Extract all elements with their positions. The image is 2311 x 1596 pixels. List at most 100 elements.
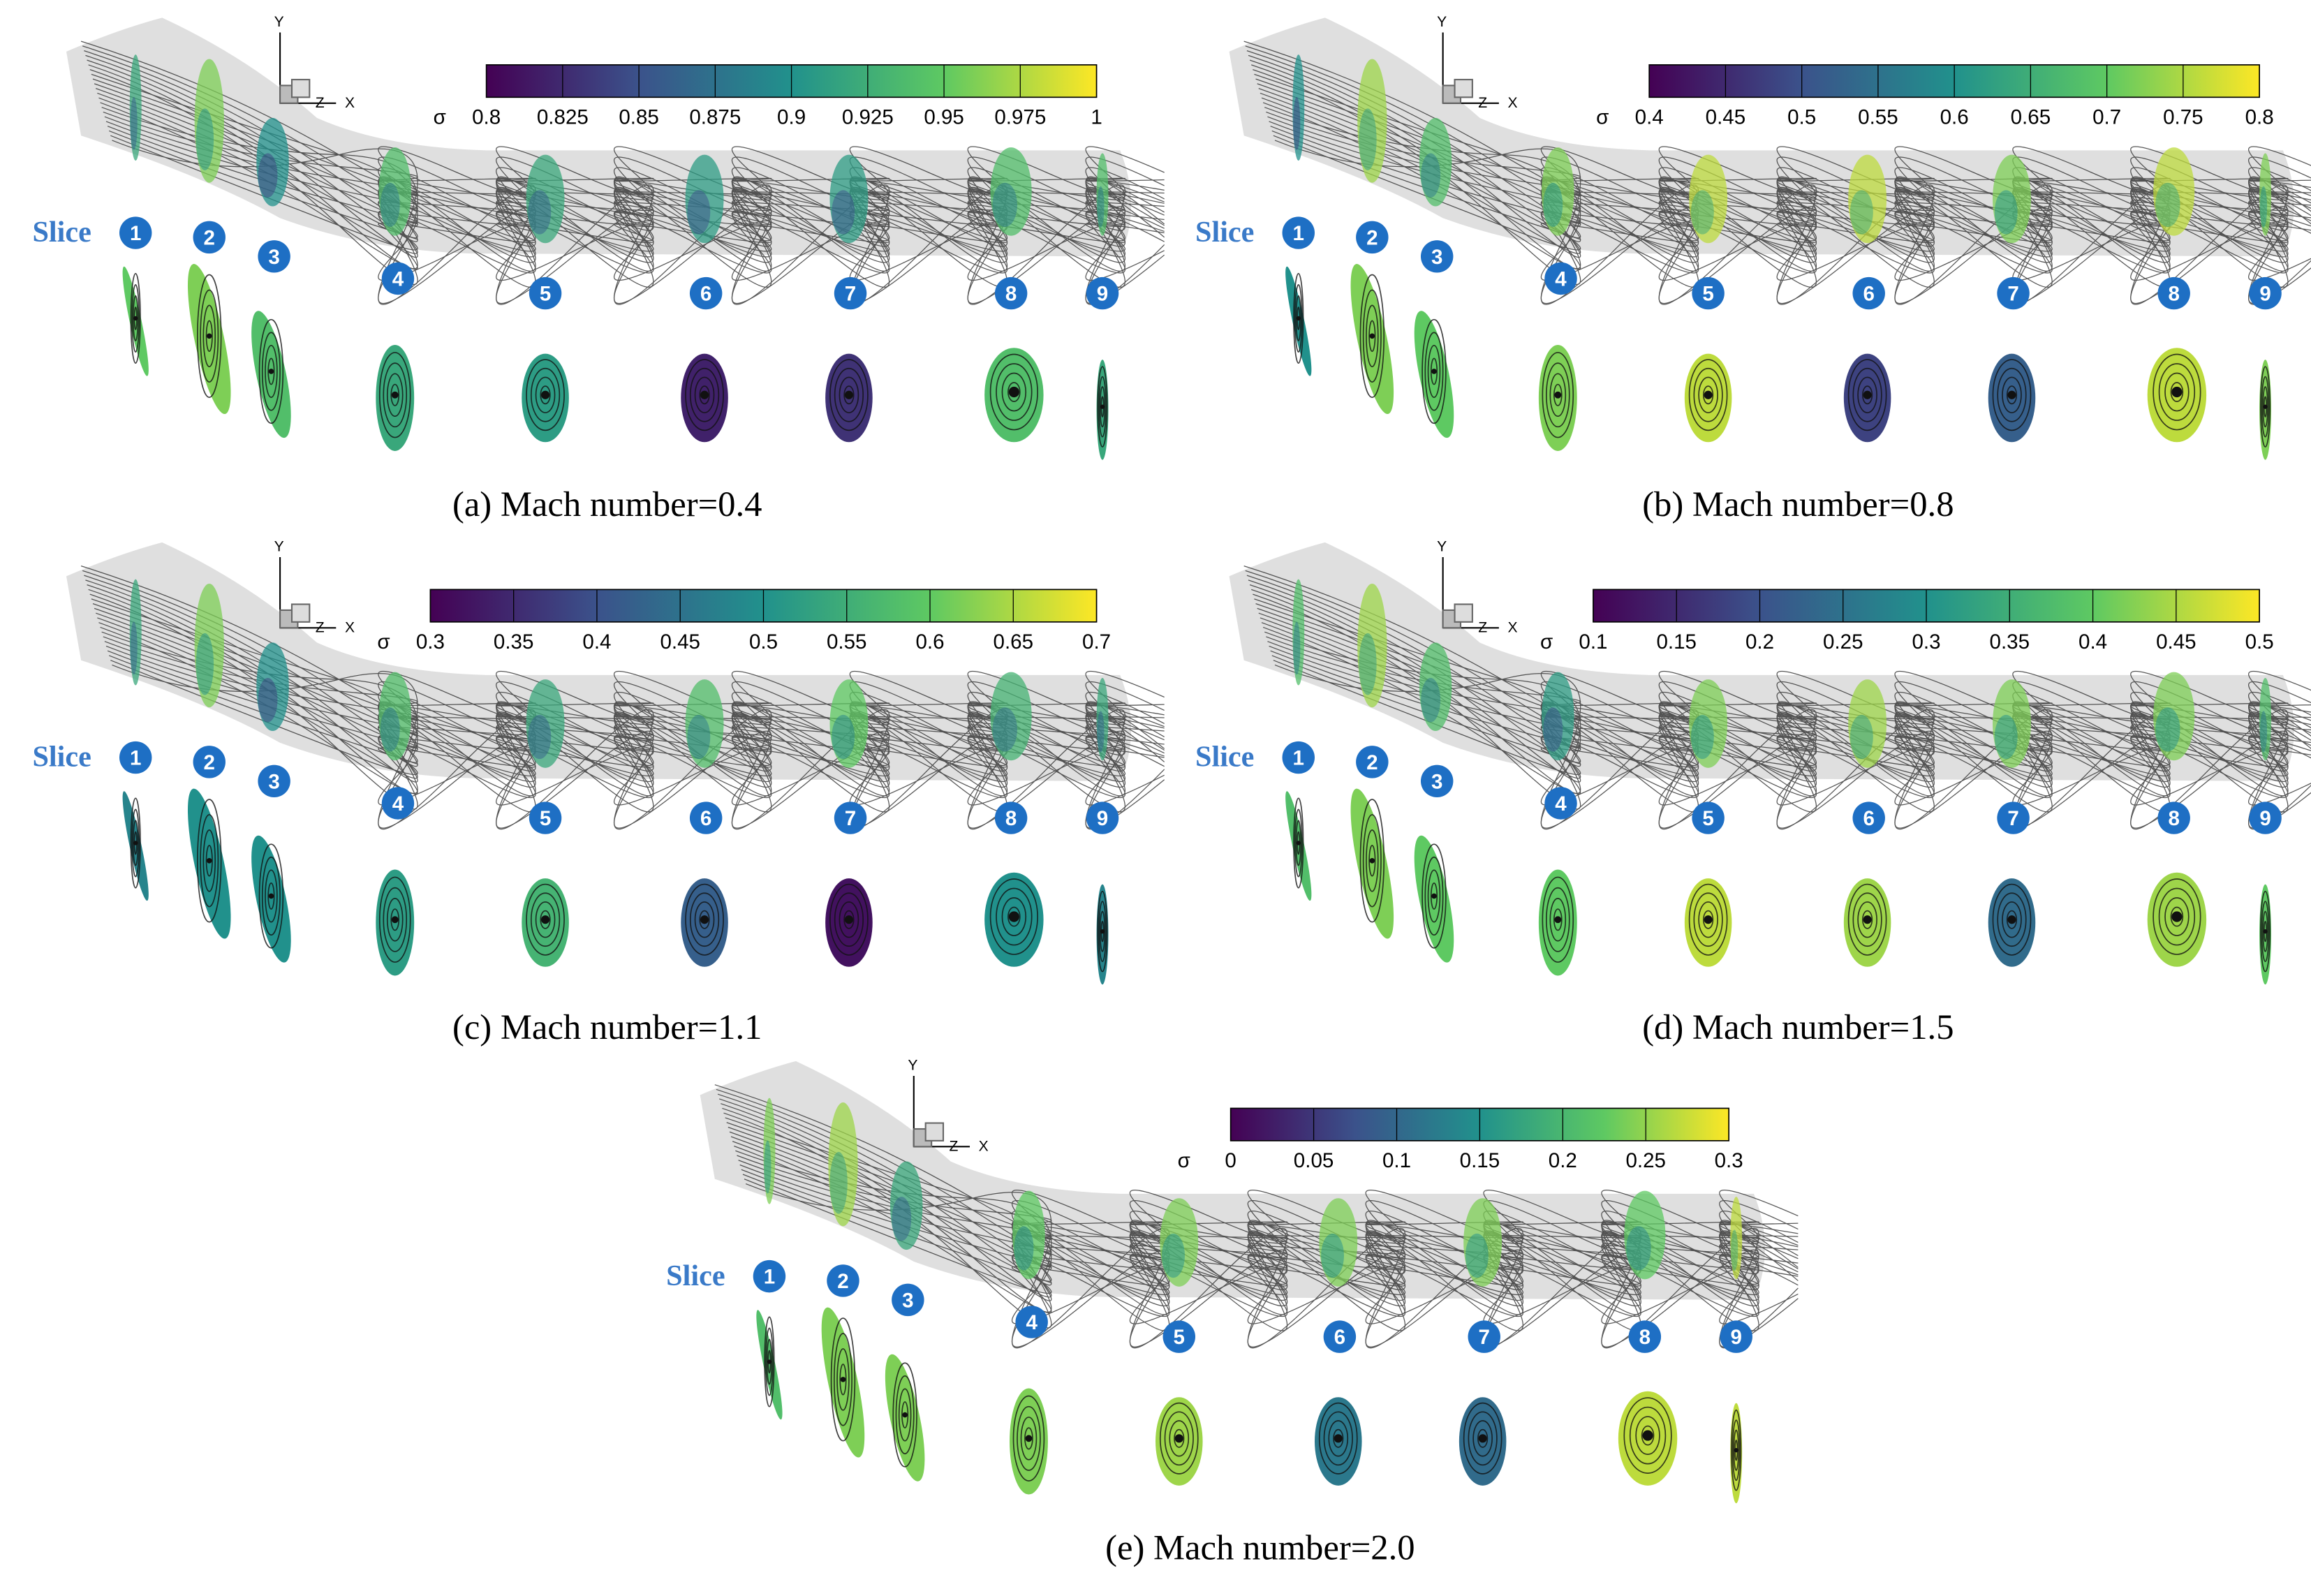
slice-plane-1 [1292,579,1305,686]
slice-plane-9 [1096,153,1109,236]
svg-text:7: 7 [845,807,856,830]
slice-badge-2: 2 [193,746,226,778]
svg-text:8: 8 [1005,283,1017,306]
axis-x-label: X [345,95,355,111]
slice-badge-7: 7 [1997,276,2030,310]
svg-text:4: 4 [1555,792,1567,815]
slice-plane-1 [1292,54,1305,161]
colorbar-symbol: σ [1178,1149,1190,1172]
panel-caption: (e) Mach number=2.0 [1105,1528,1415,1567]
svg-text:1: 1 [1293,747,1304,770]
streamlines [1243,566,2311,830]
slice-plane-1 [129,579,142,686]
streamline [739,1164,1799,1255]
slice-badge-9: 9 [2249,801,2282,834]
panel-caption: (d) Mach number=1.5 [1642,1007,1954,1047]
colorbar-tick-label: 0.25 [1823,630,1863,653]
cross-section-4 [376,869,415,976]
slice-badge-7: 7 [834,276,867,310]
slice-plane-9 [2259,678,2272,761]
cross-section-8 [984,872,1044,967]
slice-badge-3: 3 [258,240,290,273]
streamline [1261,97,2311,258]
slice-label: Slice [666,1259,725,1292]
slice-badge-5: 5 [1692,276,1725,310]
streamlines [1243,40,2311,305]
svg-text:4: 4 [392,792,404,815]
streamline [97,92,1165,242]
streamline [80,566,1165,724]
axis-x-label: X [345,620,355,636]
streamline [1273,660,2311,776]
colorbar-tick-label: 0.85 [619,105,659,128]
cross-section-5 [1156,1397,1203,1486]
slice-badge-5: 5 [529,276,562,310]
slice-badge-8: 8 [2157,276,2190,310]
slice-plane-9 [2259,153,2272,236]
streamline [110,660,1165,776]
svg-text:7: 7 [2007,807,2018,830]
streamline [107,650,1165,752]
slice-plane-5 [1160,1198,1199,1287]
colorbar-tick-label: 0.6 [1940,105,1969,128]
svg-text:2: 2 [1366,226,1378,249]
slice-badge-4: 4 [1544,262,1577,295]
streamlines [714,1084,1799,1349]
streamline [103,111,1165,182]
cross-section-5 [522,878,569,967]
cross-section-6 [681,353,728,443]
slice-badge-3: 3 [1420,240,1454,273]
slice-badge-4: 4 [1544,787,1577,820]
colorbar-tick-label: 0 [1225,1149,1236,1172]
slice-plane-5 [1689,679,1728,768]
svg-text:5: 5 [1702,283,1713,306]
slice-plane-9 [1096,678,1109,761]
slice-badge-7: 7 [1468,1320,1500,1353]
slice-label: Slice [1195,741,1254,774]
colorbar-tick-label: 0.5 [2245,630,2274,653]
streamlines [80,40,1165,305]
streamline [1271,655,2311,768]
colorbar-tick-label: 0.25 [1625,1149,1666,1172]
cross-section-4 [376,344,415,451]
colorbar-tick-label: 0.8 [2245,105,2274,128]
slice-badge-5: 5 [1692,801,1725,834]
svg-text:5: 5 [1174,1326,1185,1349]
slice-badge-2: 2 [193,221,226,254]
streamline [98,622,1165,783]
slice-plane-7 [829,679,869,768]
slice-plane-6 [1319,1198,1358,1287]
cross-section-2 [1350,788,1394,939]
cross-section-4 [1538,344,1577,451]
cross-section-5 [1684,353,1732,443]
slice-badge-6: 6 [689,276,723,310]
streamline [1271,130,2311,244]
slice-plane-4 [1012,1190,1045,1280]
svg-text:4: 4 [1026,1311,1038,1334]
svg-text:6: 6 [700,807,711,830]
svg-text:2: 2 [1366,751,1378,774]
colorbar-tick-label: 0.45 [1706,105,1746,128]
colorbar-tick-label: 0.4 [2079,630,2107,653]
colorbar-tick-label: 0.9 [777,105,806,128]
svg-text:1: 1 [130,222,141,245]
cross-section-8 [2147,348,2207,443]
slice-plane-4 [1542,672,1574,761]
svg-text:7: 7 [2007,283,2018,306]
svg-text:6: 6 [700,283,711,306]
cross-section-9 [2259,884,2272,985]
streamline [744,1178,1799,1295]
slice-plane-3 [256,642,289,732]
slice-badge-6: 6 [689,801,723,834]
streamline [108,130,1165,244]
colorbar-tick-label: 0.15 [1656,630,1697,653]
svg-text:9: 9 [1731,1326,1742,1349]
colorbar-tick-label: 0.4 [1635,105,1664,128]
streamline [741,1169,1799,1271]
